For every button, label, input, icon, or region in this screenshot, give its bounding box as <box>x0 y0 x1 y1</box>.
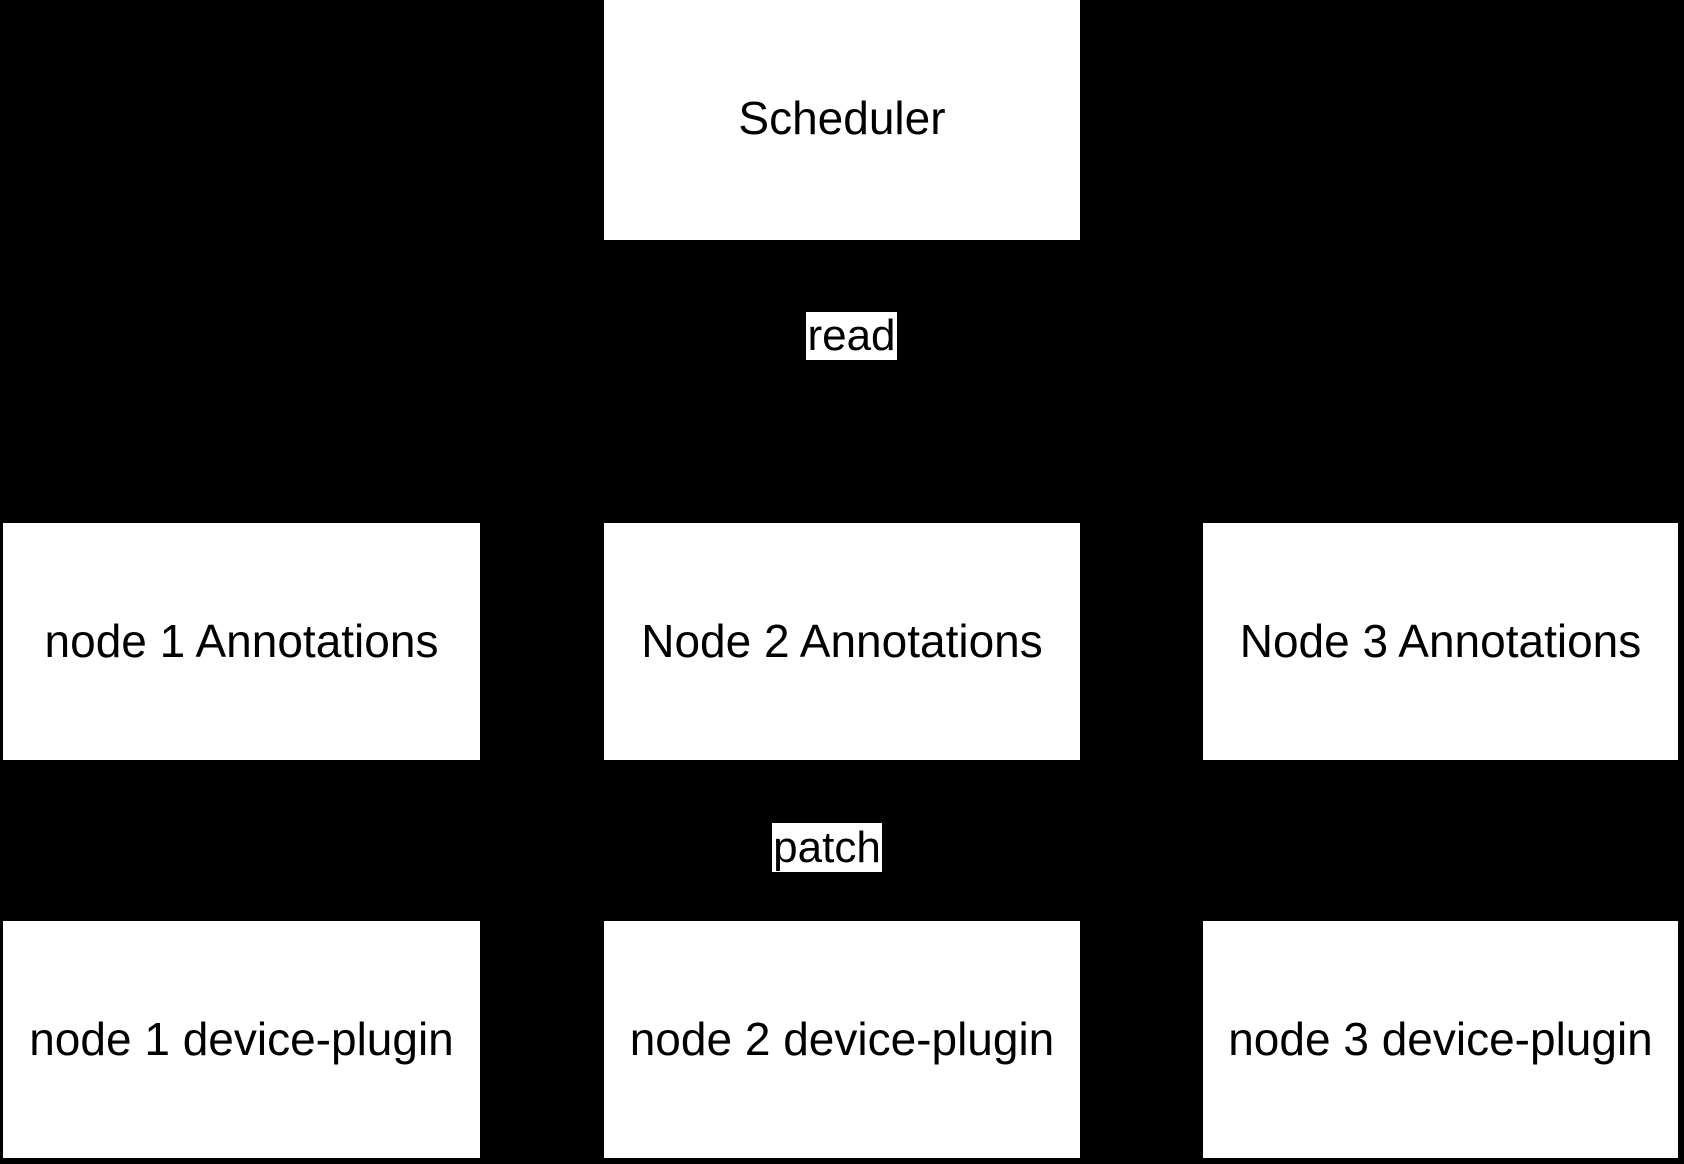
node-node3-annotations-label: Node 3 Annotations <box>1239 615 1642 668</box>
edge-label-patch-text: patch <box>773 822 881 872</box>
node-node1-annotations[interactable]: node 1 Annotations <box>3 523 480 760</box>
edge-label-patch: patch <box>772 823 882 872</box>
node-node1-device-plugin-label: node 1 device-plugin <box>29 1013 454 1066</box>
node-node2-annotations-label: Node 2 Annotations <box>641 615 1043 668</box>
node-scheduler-label: Scheduler <box>738 91 946 144</box>
node-node1-annotations-label: node 1 Annotations <box>44 615 439 668</box>
edge-label-read-text: read <box>807 311 896 360</box>
node-node2-device-plugin[interactable]: node 2 device-plugin <box>604 921 1080 1158</box>
edge-label-read: read <box>806 312 897 360</box>
node-node2-device-plugin-label: node 2 device-plugin <box>629 1013 1055 1066</box>
node-scheduler[interactable]: Scheduler <box>604 0 1080 240</box>
node-node3-device-plugin-label: node 3 device-plugin <box>1228 1013 1653 1066</box>
node-node3-device-plugin[interactable]: node 3 device-plugin <box>1203 921 1678 1158</box>
node-node2-annotations[interactable]: Node 2 Annotations <box>604 523 1080 760</box>
node-node1-device-plugin[interactable]: node 1 device-plugin <box>3 921 480 1158</box>
node-node3-annotations[interactable]: Node 3 Annotations <box>1203 523 1678 760</box>
